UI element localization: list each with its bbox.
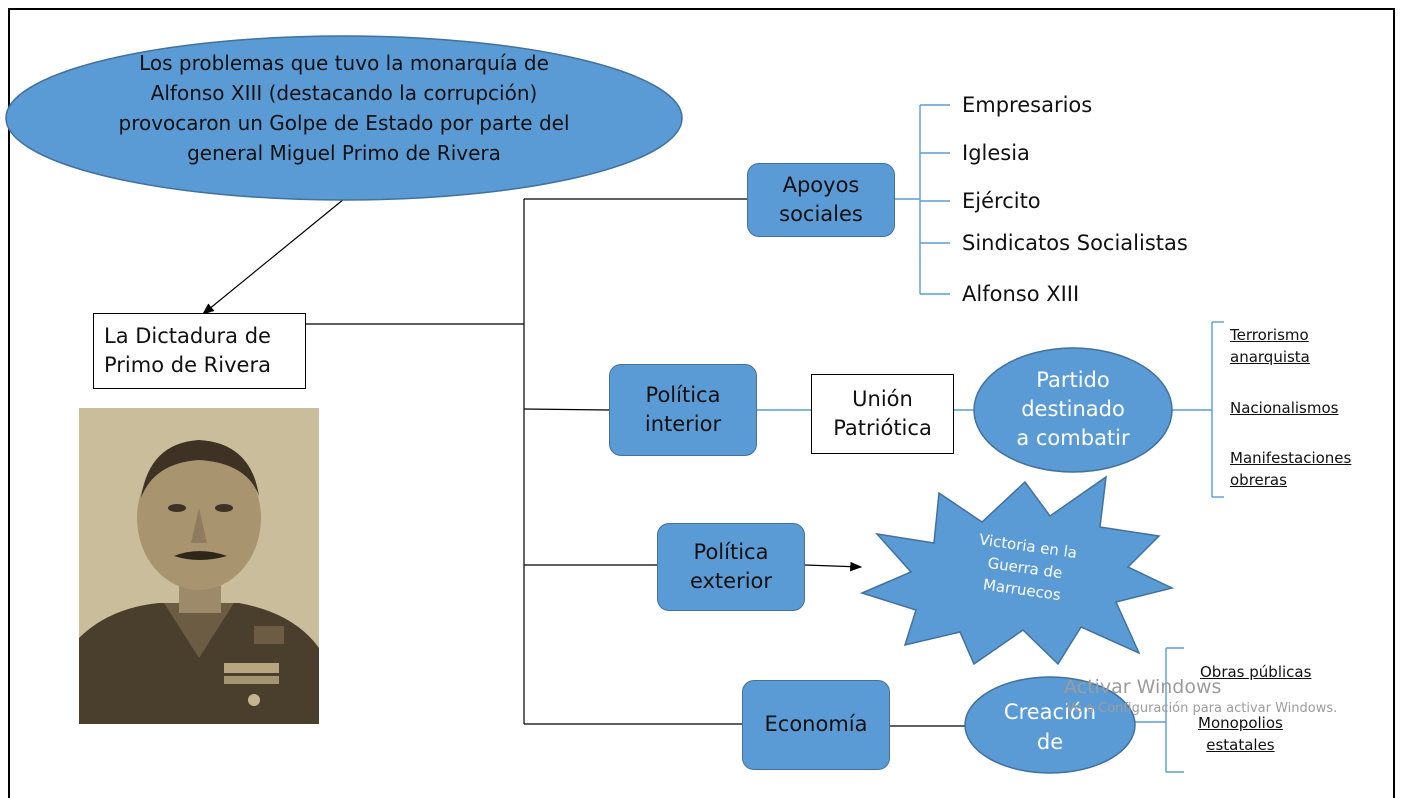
portrait-photo — [79, 408, 319, 724]
creacion-ellipse — [964, 676, 1136, 774]
slide-frame — [8, 8, 1395, 798]
apoyo-item: Ejército — [962, 189, 1041, 213]
economia-item: Monopolios estatales — [1198, 714, 1283, 754]
apoyo-item: Alfonso XIII — [962, 282, 1080, 306]
title-box: La Dictadura de Primo de Rivera — [93, 313, 306, 389]
creacion-text: Creación de — [1003, 700, 1097, 754]
apoyos-sociales-box: Apoyos sociales — [747, 163, 895, 237]
politica-interior-box: Política interior — [609, 364, 757, 456]
economia-box: Economía — [742, 680, 890, 770]
activation-watermark-subtitle: Ve a Configuración para activar Windows. — [1066, 701, 1338, 716]
apoyo-item: Iglesia — [962, 141, 1030, 165]
target-item: Nacionalismos — [1230, 399, 1339, 417]
politica-exterior-box: Política exterior — [657, 523, 805, 611]
partido-text: Partido destinado a combatir — [1016, 368, 1130, 450]
target-item: Manifestaciones obreras — [1230, 449, 1352, 489]
economia-item: Obras públicas — [1200, 663, 1312, 681]
partido-ellipse — [973, 347, 1173, 473]
apoyo-item: Sindicatos Socialistas — [962, 231, 1188, 255]
apoyo-item: Empresarios — [962, 93, 1093, 117]
union-patriotica-box: Unión Patriótica — [811, 374, 954, 454]
main-idea-oval — [5, 35, 683, 201]
oval-arrow — [202, 198, 345, 315]
victoria-starburst — [859, 475, 1175, 666]
main-idea-text: Los problemas que tuvo la monarquía de A… — [118, 51, 570, 165]
activation-watermark-title: Activar Windows — [1064, 676, 1222, 698]
target-item: Terrorismo anarquista — [1230, 326, 1310, 366]
